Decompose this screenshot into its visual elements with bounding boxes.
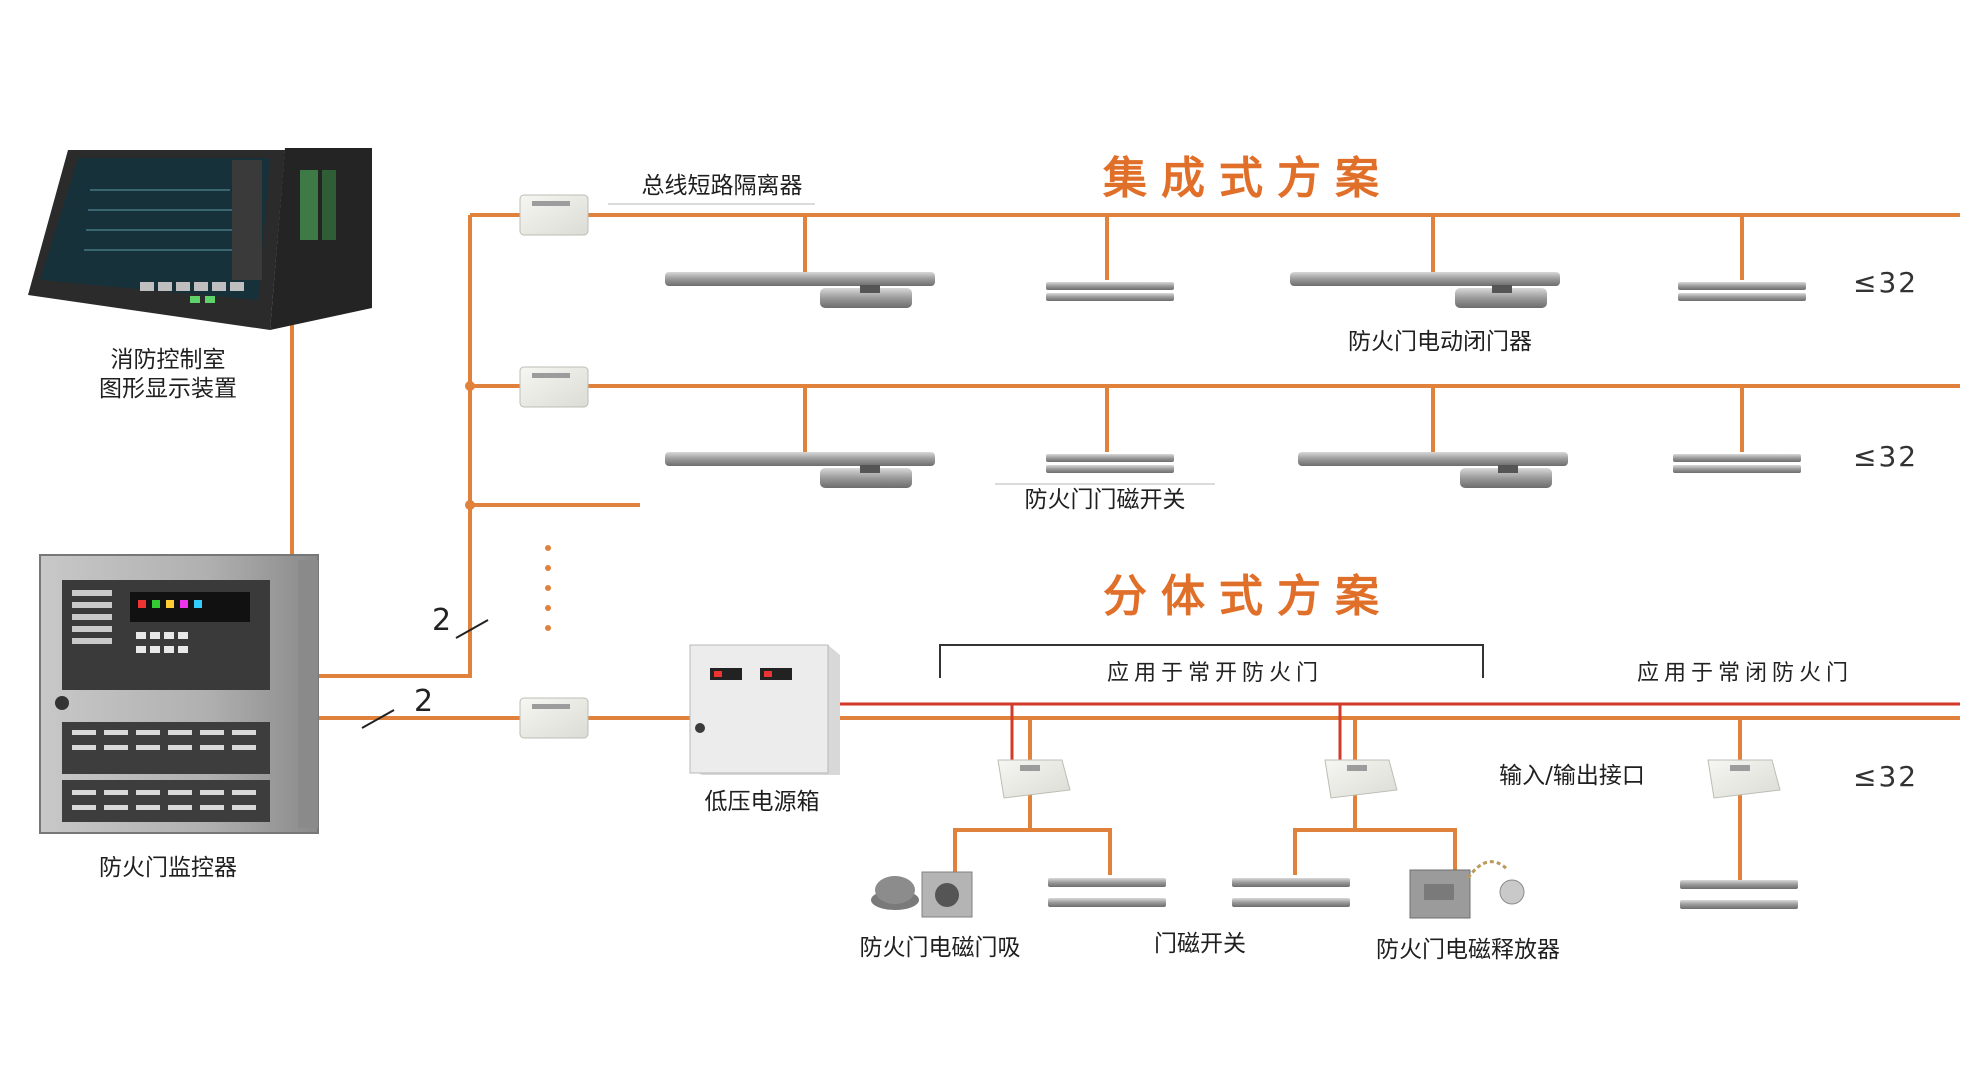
io-module-device: [997, 759, 1071, 799]
electric-closer-device: [665, 452, 935, 488]
isolator-device: [519, 366, 589, 408]
fire-door-monitor-device: [39, 554, 319, 834]
electromagnetic-holder-device: [871, 871, 973, 918]
device-limit-row2: ≤32: [1853, 440, 1919, 473]
integrated-scheme-heading: 集成式方案: [1103, 153, 1393, 204]
graphic-display-device: [28, 148, 372, 330]
electromagnetic-release-device: [1409, 860, 1525, 919]
io-module-device: [1324, 759, 1398, 799]
device-limit-row1: ≤32: [1853, 266, 1919, 299]
power-box-device: [689, 644, 840, 775]
isolator-label: 总线短路隔离器: [641, 173, 803, 199]
door-magnetic-switch-device: [1048, 878, 1166, 907]
normally-open-label: 应用于常开防火门: [1106, 661, 1324, 686]
power-box-label: 低压电源箱: [704, 789, 820, 815]
electric-closer-label: 防火门电动闭门器: [1348, 329, 1532, 355]
electric-closer-device: [665, 272, 935, 308]
monitor-label: 防火门监控器: [99, 855, 237, 881]
upper-bus-count: 2: [432, 603, 452, 638]
bus-wiring: [290, 213, 1960, 880]
door-magnetic-switch-device: [1678, 282, 1806, 301]
isolator-device: [519, 697, 589, 739]
electromagnetic-release-label: 防火门电磁释放器: [1376, 937, 1560, 963]
graphic-display-label: 消防控制室 图形显示装置: [99, 347, 237, 402]
io-interface-label: 输入/输出接口: [1499, 763, 1645, 789]
magnetic-switch-label: 门磁开关: [1154, 931, 1246, 957]
electric-closer-device: [1290, 272, 1560, 308]
normally-open-bracket: [939, 644, 1484, 678]
bus-junctions: [465, 381, 475, 510]
power-wiring: [840, 702, 1960, 760]
door-magnetic-switch-label: 防火门门磁开关: [1024, 487, 1186, 513]
device-limit-row3: ≤32: [1853, 760, 1919, 793]
door-magnetic-switch-device: [1232, 878, 1350, 907]
door-magnetic-switch-device: [1046, 454, 1174, 473]
electromagnetic-holder-label: 防火门电磁门吸: [859, 935, 1021, 961]
electric-closer-device: [1298, 452, 1568, 488]
isolator-device: [519, 194, 589, 236]
bus-count-marks: [361, 619, 489, 729]
door-magnetic-switch-device: [1673, 454, 1801, 473]
normally-closed-label: 应用于常闭防火门: [1636, 661, 1854, 686]
io-module-device: [1707, 759, 1781, 799]
door-magnetic-switch-device: [1680, 880, 1798, 909]
door-magnetic-switch-device: [1046, 282, 1174, 301]
split-scheme-heading: 分体式方案: [1103, 571, 1393, 622]
continuation-dots: [545, 545, 551, 631]
lower-bus-count: 2: [414, 684, 434, 719]
